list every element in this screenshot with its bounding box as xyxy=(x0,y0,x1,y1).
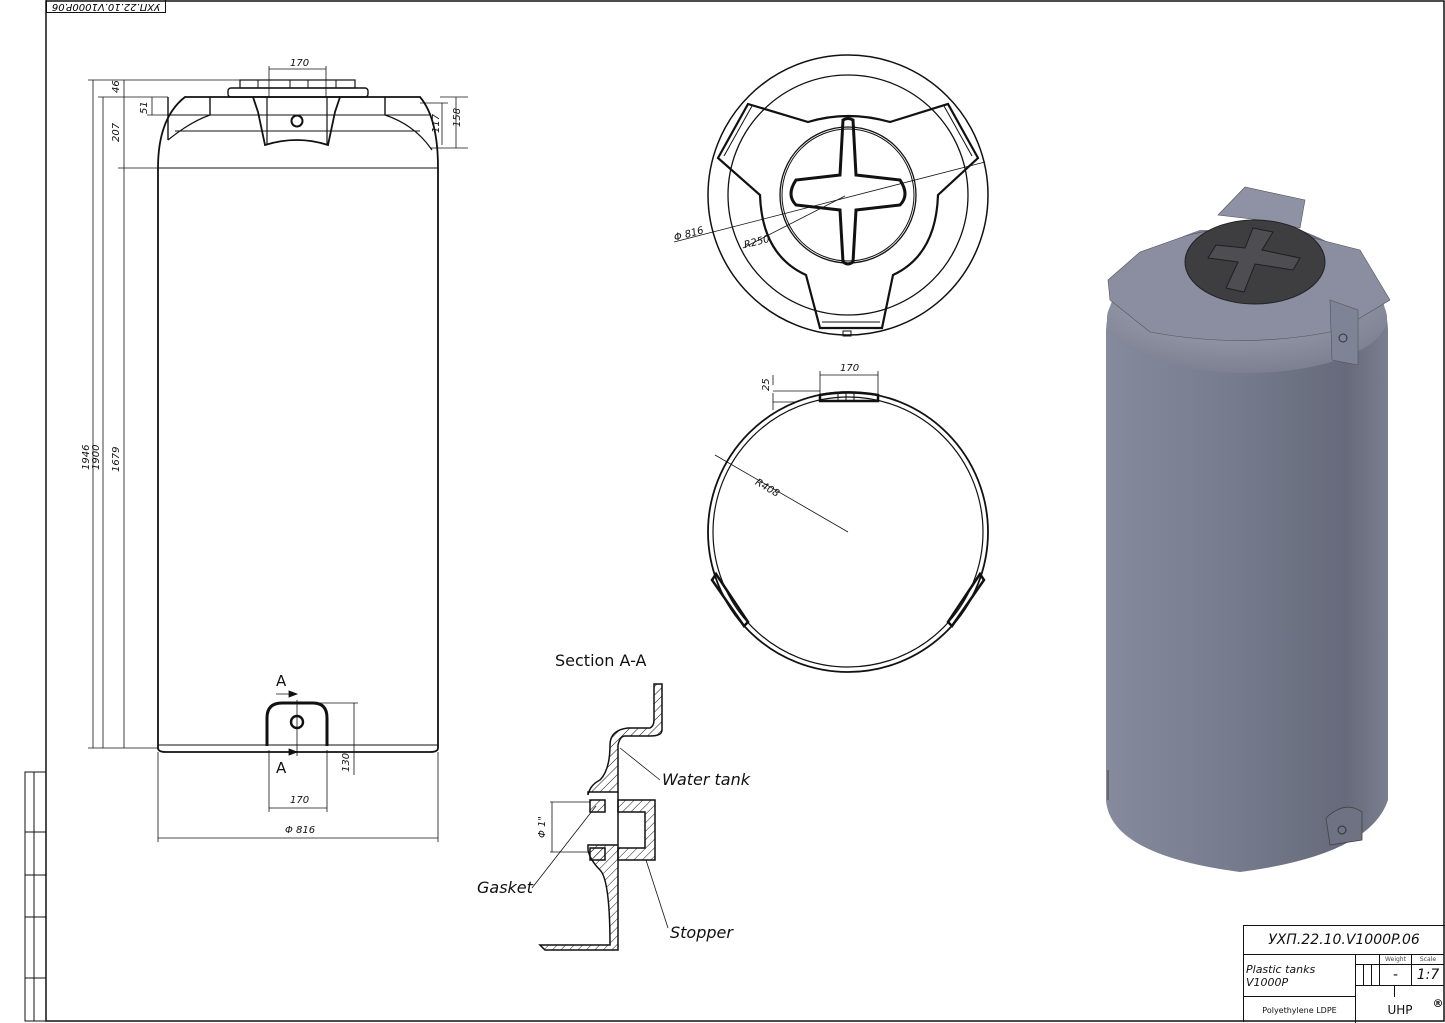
section-mark-top: A xyxy=(276,672,287,690)
tb-col xyxy=(1364,965,1372,985)
top-view-dimensions xyxy=(673,161,986,249)
dim-bottom-depth: 25 xyxy=(761,378,772,391)
dim-body-height: 1900 xyxy=(91,444,102,470)
callout-water-tank: Water tank xyxy=(662,770,751,789)
tb-row xyxy=(1356,985,1444,997)
dim-bottom-lug-height: 130 xyxy=(341,752,352,772)
registered-mark: ® xyxy=(1432,996,1444,1010)
weight-value: - xyxy=(1380,965,1412,985)
doc-number: УХП.22.10.V1000P.06 xyxy=(1244,926,1444,955)
bottom-view xyxy=(707,391,989,673)
tank-3d-render xyxy=(1106,186,1391,872)
dim-shoulder: 207 xyxy=(111,122,122,142)
top-stamp-text: УХП.22.10.V1000P.06 xyxy=(51,1,161,12)
tb-col xyxy=(1372,965,1380,985)
section-a-a xyxy=(538,683,663,951)
product-name: Plastic tanks V1000P xyxy=(1244,955,1356,997)
dim-thread: Φ 1" xyxy=(537,815,548,838)
scale-value: 1:7 xyxy=(1416,967,1440,983)
section-leaders xyxy=(531,747,669,929)
title-block: УХП.22.10.V1000P.06 Plastic tanks V1000P… xyxy=(1243,925,1445,1023)
dim-lid-rim: 51 xyxy=(139,101,150,114)
front-dimensions xyxy=(88,66,468,842)
material: Polyethylene LDPE xyxy=(1244,997,1356,1023)
dim-top-cap: 46 xyxy=(111,80,122,93)
sheet-frame xyxy=(24,0,1445,1022)
section-mark-bottom: A xyxy=(276,759,287,777)
dim-lug-158: 158 xyxy=(452,107,463,127)
tb-col xyxy=(1356,965,1364,985)
dim-lid-width: 170 xyxy=(290,58,310,69)
scale-label: Scale xyxy=(1412,955,1444,965)
top-view xyxy=(707,54,989,337)
tb-blank xyxy=(1356,955,1380,965)
company: UHP xyxy=(1387,1003,1413,1017)
front-view xyxy=(157,79,439,753)
section-title: Section A-A xyxy=(555,651,647,670)
tb-divider xyxy=(1394,985,1395,997)
dim-lug-117: 117 xyxy=(431,113,442,133)
top-stamp: УХП.22.10.V1000P.06 xyxy=(46,0,166,13)
dim-bottom-lug-width: 170 xyxy=(290,795,310,806)
dim-cylinder-height: 1679 xyxy=(111,446,122,472)
bottom-view-dimensions xyxy=(714,371,879,533)
callout-gasket: Gasket xyxy=(477,878,533,897)
dim-bottom-width: 170 xyxy=(840,363,860,374)
weight-label: Weight xyxy=(1380,955,1412,965)
dim-diameter-front: Φ 816 xyxy=(285,825,316,836)
callout-stopper: Stopper xyxy=(670,923,733,942)
